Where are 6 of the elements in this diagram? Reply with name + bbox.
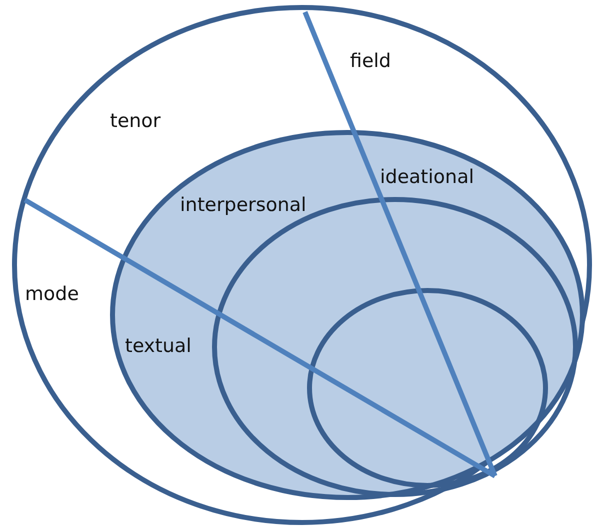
region-label: tenor <box>110 110 161 132</box>
region-label: field <box>350 50 391 72</box>
region-label: ideational <box>380 166 474 188</box>
region-label: interpersonal <box>180 194 306 216</box>
region-label: textual <box>125 335 192 357</box>
region-label: mode <box>25 283 79 305</box>
